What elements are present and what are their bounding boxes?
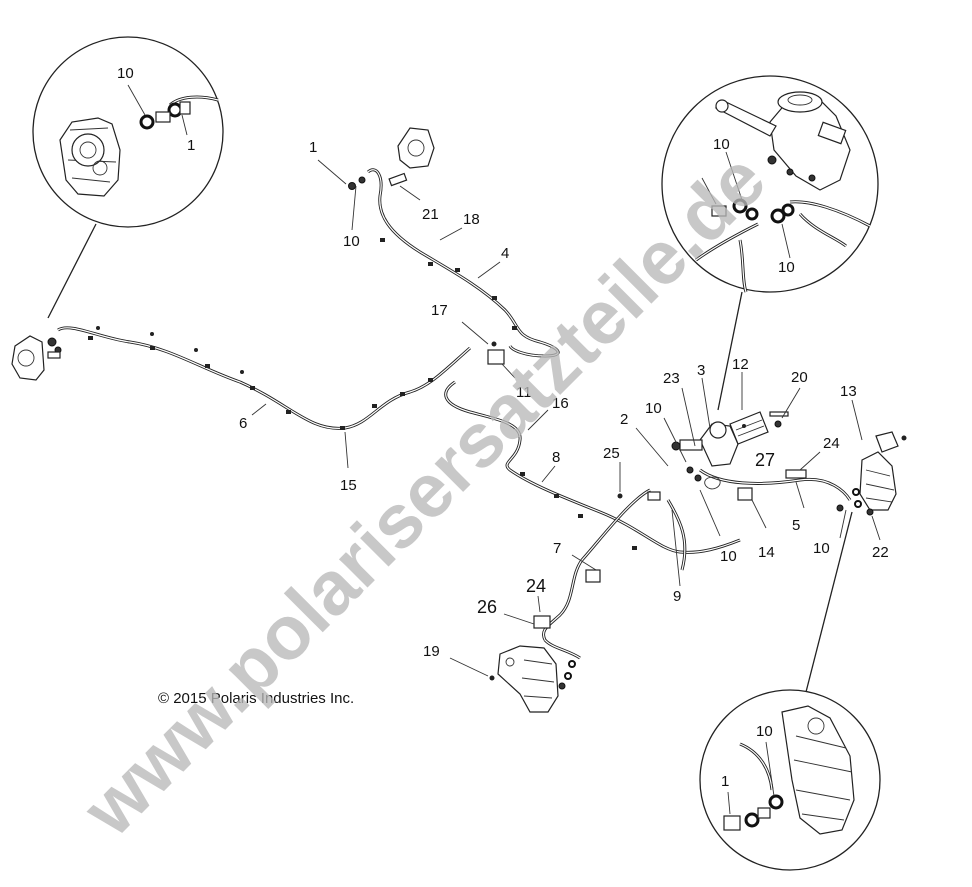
callout-5: 5 [792, 517, 800, 534]
brake-line-5 [699, 468, 852, 501]
front-right-caliper [388, 127, 435, 187]
brake-line-4 [367, 168, 560, 358]
callout-10: 10 [778, 259, 795, 276]
detail-circle-left-caliper: 10 1 [32, 36, 224, 228]
callout-10: 10 [720, 548, 737, 565]
detail-circle-master-cylinder: 10 10 [661, 75, 879, 293]
bracket-12 [729, 411, 769, 445]
callout-19: 19 [423, 643, 440, 660]
callout-24: 24 [823, 435, 840, 452]
callout-22: 22 [872, 544, 889, 561]
callout-24: 24 [526, 576, 546, 596]
brake-line-6 [57, 326, 471, 430]
callout-3: 3 [697, 362, 705, 379]
callout-10: 10 [117, 65, 134, 82]
callout-27: 27 [755, 450, 775, 470]
callout-15: 15 [340, 477, 357, 494]
callout-10: 10 [813, 540, 830, 557]
callout-6: 6 [239, 415, 247, 432]
callout-13: 13 [840, 383, 857, 400]
left-front-caliper [11, 335, 62, 381]
callout-18: 18 [463, 211, 480, 228]
callout-12: 12 [732, 356, 749, 373]
callout-8: 8 [552, 449, 560, 466]
copyright-text: © 2015 Polaris Industries Inc. [158, 690, 354, 707]
callout-11: 11 [516, 384, 532, 401]
callout-16: 16 [552, 395, 569, 412]
watermark-text: www.polarisersatzteile.de [66, 137, 782, 853]
leader-master-detail [717, 291, 743, 411]
callout-10: 10 [713, 136, 730, 153]
callout-20: 20 [791, 369, 808, 386]
master-cylinder [671, 421, 739, 467]
callout-25: 25 [603, 445, 620, 462]
callout-1: 1 [721, 773, 729, 790]
bracket-14 [737, 487, 753, 501]
callout-7: 7 [553, 540, 561, 557]
junction-block [487, 341, 505, 365]
left-rear-caliper [489, 645, 576, 713]
brake-line-7 [542, 488, 651, 641]
callout-9: 9 [673, 588, 681, 605]
callout-10: 10 [756, 723, 773, 740]
leader-rear-detail [805, 511, 853, 693]
callout-14: 14 [758, 544, 775, 561]
brake-line-8 [444, 380, 741, 554]
callout-10: 10 [645, 400, 662, 417]
callout-2: 2 [620, 411, 628, 428]
callout-23: 23 [663, 370, 680, 387]
callout-17: 17 [431, 302, 448, 319]
callout-1: 1 [187, 137, 195, 154]
callout-4: 4 [501, 245, 509, 262]
callout-10: 10 [343, 233, 360, 250]
callout-21: 21 [422, 206, 439, 223]
leader-left-detail [47, 223, 97, 319]
right-rear-caliper [836, 431, 907, 516]
detail-circle-rear-caliper: 10 1 [699, 689, 881, 871]
callout-1: 1 [309, 139, 317, 156]
callout-26: 26 [477, 597, 497, 617]
brake-line-9 [666, 499, 687, 571]
